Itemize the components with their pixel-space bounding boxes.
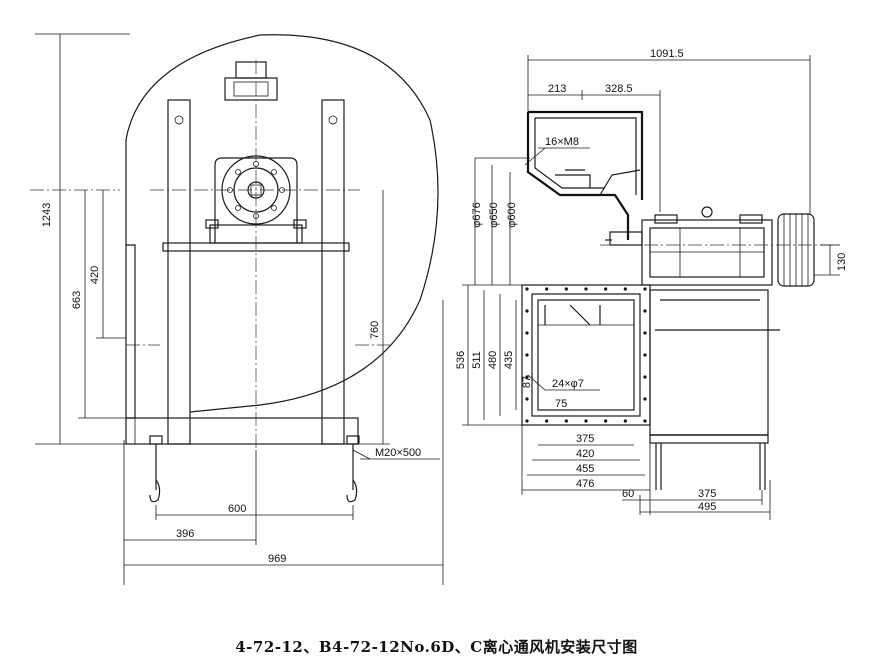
dim-outlet-w3: 455 [576,463,594,475]
bolt-hole [643,287,647,291]
drawing-caption: 4-72-12、B4-72-12No.6D、C离心通风机安装尺寸图 [235,638,638,656]
dim-base-w2: 495 [698,501,716,513]
bolt-hole [604,287,608,291]
side-anchor-bolt-left [655,443,662,490]
dim-outlet-w4: 476 [576,478,594,490]
inlet-box [526,110,644,240]
dim-overall-height: 1243 [41,203,53,227]
dim-overall-length: 1091.5 [650,48,684,60]
bolt-hole [525,419,529,423]
dim-outlet-pitch-h: 75 [555,398,567,410]
dim-flange-bolts: 16×M8 [545,136,579,148]
bolt-hole [525,353,529,357]
front-view: 1243 663 420 760 M20×500 600 396 969 [30,33,444,585]
dim-anchor-bolt: M20×500 [375,447,421,459]
bolt-hole [604,419,608,423]
dim-overall-width: 969 [268,553,286,565]
dim-outlet-h3: 480 [487,351,499,369]
bolt-hole [643,309,647,313]
bolt-hole [525,397,529,401]
bolt-hole [545,287,549,291]
dim-flange-d1: φ676 [471,202,483,228]
motor-base [649,289,780,444]
dim-frame-height: 760 [369,321,381,339]
dim-pulley-height: 130 [836,253,848,271]
dim-outlet-h2: 511 [471,351,483,369]
side-view: 1091.5 213 328.5 16×M8 φ676 φ650 φ600 13… [455,48,848,520]
bolt-hole [564,419,568,423]
dim-support-height: 420 [89,266,101,284]
dim-inlet-to-shaft: 328.5 [605,83,633,95]
dim-flange-d3: φ600 [506,202,518,228]
dim-outlet-pitch-v: 87 [521,376,533,388]
dim-foundation-span: 600 [228,503,246,515]
volute-casing [125,34,439,418]
dim-outlet-w2: 420 [576,448,594,460]
anchor-bolt-right [346,435,360,503]
dim-shaft-height: 663 [71,291,83,309]
bolt-hole [525,309,529,313]
bolt-hole [584,419,588,423]
bolt-hole [643,353,647,357]
bolt-hole [623,287,627,291]
side-anchor-bolt-right [759,443,766,490]
fan-housing [605,206,773,286]
dim-outlet-w1: 375 [576,433,594,445]
bolt-hole [643,331,647,335]
bolt-hole [643,375,647,379]
anchor-bolt-left [149,435,163,503]
dim-inlet-offset: 213 [548,83,566,95]
dim-outlet-holes: 24×φ7 [552,378,584,390]
bolt-hole [525,375,529,379]
base-frame [125,417,359,445]
bolt-hole [643,397,647,401]
dim-base-w1: 375 [698,488,716,500]
dim-base-offset: 60 [622,488,634,500]
outlet-flange [521,284,651,426]
left-support [167,99,191,445]
bolt-hole [525,287,529,291]
outlet-bolt-holes [525,287,647,423]
right-support [321,99,345,445]
bolt-hole [584,287,588,291]
bolt-hole [643,419,647,423]
outlet-duct [126,244,136,419]
nameplate [224,61,278,101]
dim-outlet-offset: 396 [176,528,194,540]
dim-flange-d2: φ650 [488,202,500,228]
bolt-hole [564,287,568,291]
dim-outlet-h1: 536 [455,351,467,369]
pulley [777,213,815,287]
bolt-hole [623,419,627,423]
bolt-hole [545,419,549,423]
bolt-hole [525,331,529,335]
dim-outlet-h4: 435 [503,351,515,369]
